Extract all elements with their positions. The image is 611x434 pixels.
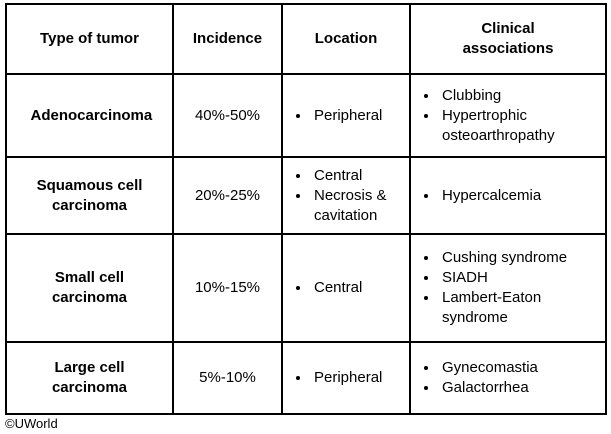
location-list: Peripheral xyxy=(291,368,401,388)
table-row: Large cell carcinoma 5%-10% Peripheral G… xyxy=(5,341,607,415)
clinical-item: Lambert-Eaton syndrome xyxy=(439,288,597,328)
cell-clinical-associations: Cushing syndrome SIADH Lambert-Eaton syn… xyxy=(409,233,607,343)
location-item: Central xyxy=(311,278,401,298)
cell-tumor-name: Adenocarcinoma xyxy=(5,73,174,158)
cell-incidence: 5%-10% xyxy=(172,341,283,415)
column-header-label: Clinical associations xyxy=(462,20,554,57)
column-header-location: Location xyxy=(281,3,411,75)
location-list: Peripheral xyxy=(291,106,401,126)
clinical-item: Clubbing xyxy=(439,86,597,106)
clinical-item: Cushing syndrome xyxy=(439,248,597,268)
location-item: Central xyxy=(311,166,401,186)
cell-clinical-associations: Hypercalcemia xyxy=(409,156,607,235)
clinical-list: Hypercalcemia xyxy=(419,186,597,206)
cell-tumor-name: Small cell carcinoma xyxy=(5,233,174,343)
clinical-item: Hypercalcemia xyxy=(439,186,597,206)
cell-location: Peripheral xyxy=(281,341,411,415)
table-row: Squamous cell carcinoma 20%-25% Central … xyxy=(5,156,607,235)
location-item: Peripheral xyxy=(311,368,401,388)
lung-tumor-table: Type of tumor Incidence Location Clinica… xyxy=(5,3,607,415)
cell-location: Central xyxy=(281,233,411,343)
cell-incidence: 20%-25% xyxy=(172,156,283,235)
tumor-name-label: Small cell carcinoma xyxy=(51,269,128,306)
tumor-name-label: Adenocarcinoma xyxy=(30,106,153,124)
clinical-list: Gynecomastia Galactorrhea xyxy=(419,358,597,398)
table-row: Adenocarcinoma 40%-50% Peripheral Clubbi… xyxy=(5,73,607,158)
cell-location: Central Necrosis & cavitation xyxy=(281,156,411,235)
table-row: Small cell carcinoma 10%-15% Central Cus… xyxy=(5,233,607,343)
clinical-item: Galactorrhea xyxy=(439,378,597,398)
tumor-name-label: Squamous cell carcinoma xyxy=(36,176,143,214)
copyright-label: ©UWorld xyxy=(5,416,58,431)
tumor-name-label: Large cell carcinoma xyxy=(51,359,128,396)
cell-tumor-name: Squamous cell carcinoma xyxy=(5,156,174,235)
cell-incidence: 10%-15% xyxy=(172,233,283,343)
location-list: Central xyxy=(291,278,401,298)
cell-clinical-associations: Clubbing Hypertrophic osteoarthropathy xyxy=(409,73,607,158)
column-header-clinical-associations: Clinical associations xyxy=(409,3,607,75)
table-header-row: Type of tumor Incidence Location Clinica… xyxy=(5,3,607,75)
clinical-item: SIADH xyxy=(439,268,597,288)
location-item: Peripheral xyxy=(311,106,401,126)
location-item: Necrosis & cavitation xyxy=(311,186,401,226)
clinical-list: Cushing syndrome SIADH Lambert-Eaton syn… xyxy=(419,248,597,328)
cell-location: Peripheral xyxy=(281,73,411,158)
clinical-item: Hypertrophic osteoarthropathy xyxy=(439,106,597,146)
column-header-incidence: Incidence xyxy=(172,3,283,75)
column-header-type-of-tumor: Type of tumor xyxy=(5,3,174,75)
location-list: Central Necrosis & cavitation xyxy=(291,166,401,226)
clinical-list: Clubbing Hypertrophic osteoarthropathy xyxy=(419,86,597,146)
cell-incidence: 40%-50% xyxy=(172,73,283,158)
clinical-item: Gynecomastia xyxy=(439,358,597,378)
cell-clinical-associations: Gynecomastia Galactorrhea xyxy=(409,341,607,415)
cell-tumor-name: Large cell carcinoma xyxy=(5,341,174,415)
